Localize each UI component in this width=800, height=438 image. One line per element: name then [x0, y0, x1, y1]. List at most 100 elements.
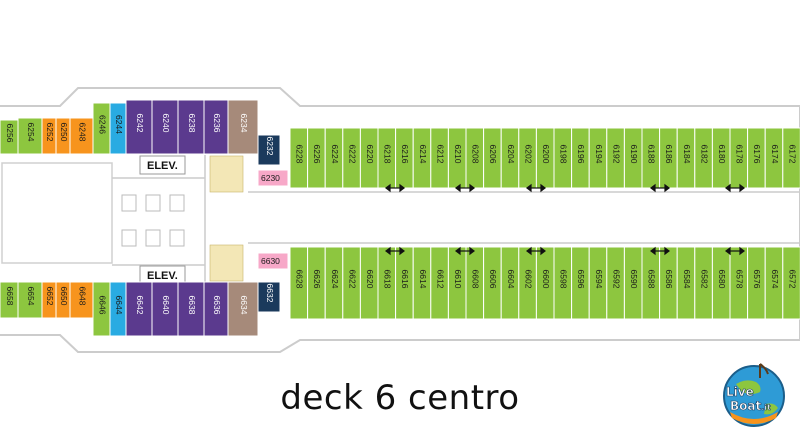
cabin-number: 6654: [26, 287, 36, 306]
cabin-6234: 6234: [227, 99, 259, 155]
cabin-6586: 6586: [659, 246, 678, 320]
cabin-6254: 6254: [17, 117, 43, 155]
cabin-number: 6610: [453, 270, 463, 289]
cabin-6626: 6626: [307, 246, 326, 320]
cabin-6190: 6190: [623, 127, 643, 189]
cabin-number: 6202: [523, 145, 533, 164]
cabin-6604: 6604: [500, 246, 520, 320]
cabin-6584: 6584: [676, 246, 696, 320]
cabin-6222: 6222: [342, 127, 361, 189]
cabin-6206: 6206: [483, 127, 502, 189]
cabin-6242: 6242: [125, 99, 153, 155]
cabin-number: 6582: [699, 270, 709, 289]
cabin-6208: 6208: [465, 127, 485, 189]
elevator-label-upper: ELEV.: [147, 160, 178, 172]
cabin-6248: 6248: [69, 117, 94, 155]
cabin-6180: 6180: [711, 127, 731, 189]
cabin-number: 6632: [265, 284, 275, 303]
connecting-door-arrow: [725, 246, 745, 256]
cabin-6226: 6226: [307, 127, 326, 189]
cabin-6638: 6638: [177, 281, 205, 337]
cabin-6236: 6236: [203, 99, 229, 155]
cabin-6172: 6172: [782, 127, 800, 189]
connecting-door-arrow: [526, 183, 546, 193]
cabin-number: 6252: [45, 123, 55, 142]
cabin-number: 6236: [212, 114, 222, 133]
arrows-layer: [385, 183, 745, 256]
cabin-6634: 6634: [227, 281, 259, 337]
cabin-number: 6596: [576, 270, 586, 289]
cabin-6580: 6580: [711, 246, 731, 320]
cabin-6576: 6576: [747, 246, 766, 320]
cabin-6218: 6218: [377, 127, 397, 189]
connecting-door-arrow: [650, 246, 670, 256]
cabin-6632: 6632: [257, 281, 281, 313]
cabin-6202: 6202: [518, 127, 537, 189]
logo-word-live: Live: [726, 385, 754, 399]
cabin-number: 6630: [261, 256, 280, 266]
connecting-door-arrow: [725, 183, 745, 193]
cabin-number: 6624: [330, 270, 340, 289]
cabin-6630: 6630: [257, 252, 289, 270]
cabin-6600: 6600: [535, 246, 555, 320]
cabin-number: 6650: [59, 287, 69, 306]
cabin-6658: 6658: [0, 281, 19, 319]
cabin-6590: 6590: [623, 246, 643, 320]
cabin-number: 6182: [699, 145, 709, 164]
cabin-6624: 6624: [324, 246, 344, 320]
cabin-number: 6616: [400, 270, 410, 289]
cabin-number: 6222: [347, 145, 357, 164]
cabin-6652: 6652: [41, 281, 57, 319]
liveboat-logo: Live Boat.it: [723, 363, 785, 427]
cabin-6250: 6250: [55, 117, 71, 155]
cabin-number: 6208: [471, 145, 481, 164]
cabin-number: 6592: [611, 270, 621, 289]
cabin-number: 6204: [506, 145, 516, 164]
cabin-6200: 6200: [535, 127, 555, 189]
corridor-lines: [1, 155, 800, 285]
cabin-6186: 6186: [659, 127, 678, 189]
cabin-6606: 6606: [483, 246, 502, 320]
cabin-number: 6614: [418, 270, 428, 289]
cabin-6610: 6610: [447, 246, 467, 320]
cabin-6612: 6612: [430, 246, 449, 320]
connecting-door-arrow: [526, 246, 546, 256]
cabin-6244: 6244: [109, 102, 127, 155]
cabin-number: 6580: [717, 270, 727, 289]
cabin-number: 6646: [97, 296, 107, 315]
cabin-number: 6620: [365, 270, 375, 289]
cabin-number: 6572: [787, 270, 797, 289]
cabin-6188: 6188: [641, 127, 661, 189]
cabin-6210: 6210: [447, 127, 467, 189]
cabin-number: 6172: [787, 145, 797, 164]
cabin-6184: 6184: [676, 127, 696, 189]
connecting-door-arrow: [385, 246, 405, 256]
cabin-number: 6636: [212, 296, 222, 315]
cabin-6572: 6572: [782, 246, 800, 320]
cabin-number: 6246: [97, 115, 107, 134]
cabin-number: 6642: [135, 296, 145, 315]
cabin-number: 6600: [541, 270, 551, 289]
cabin-6178: 6178: [729, 127, 749, 189]
connecting-door-arrow: [385, 183, 405, 193]
cabin-6204: 6204: [500, 127, 520, 189]
cabin-number: 6590: [629, 270, 639, 289]
deck-caption: deck 6 centro: [280, 378, 520, 418]
cabin-6636: 6636: [203, 281, 229, 337]
cabin-6196: 6196: [571, 127, 590, 189]
cabin-number: 6192: [611, 145, 621, 164]
cabin-number: 6198: [559, 145, 569, 164]
cabin-6642: 6642: [125, 281, 153, 337]
cabin-number: 6230: [261, 173, 280, 183]
cabin-6616: 6616: [395, 246, 414, 320]
cabin-6574: 6574: [764, 246, 784, 320]
cabin-number: 6622: [347, 270, 357, 289]
logo-suffix: .it: [761, 403, 771, 412]
cabin-number: 6574: [770, 270, 780, 289]
cabin-6194: 6194: [588, 127, 608, 189]
cabin-number: 6234: [239, 114, 249, 133]
cabin-number: 6604: [506, 270, 516, 289]
cabin-6622: 6622: [342, 246, 361, 320]
